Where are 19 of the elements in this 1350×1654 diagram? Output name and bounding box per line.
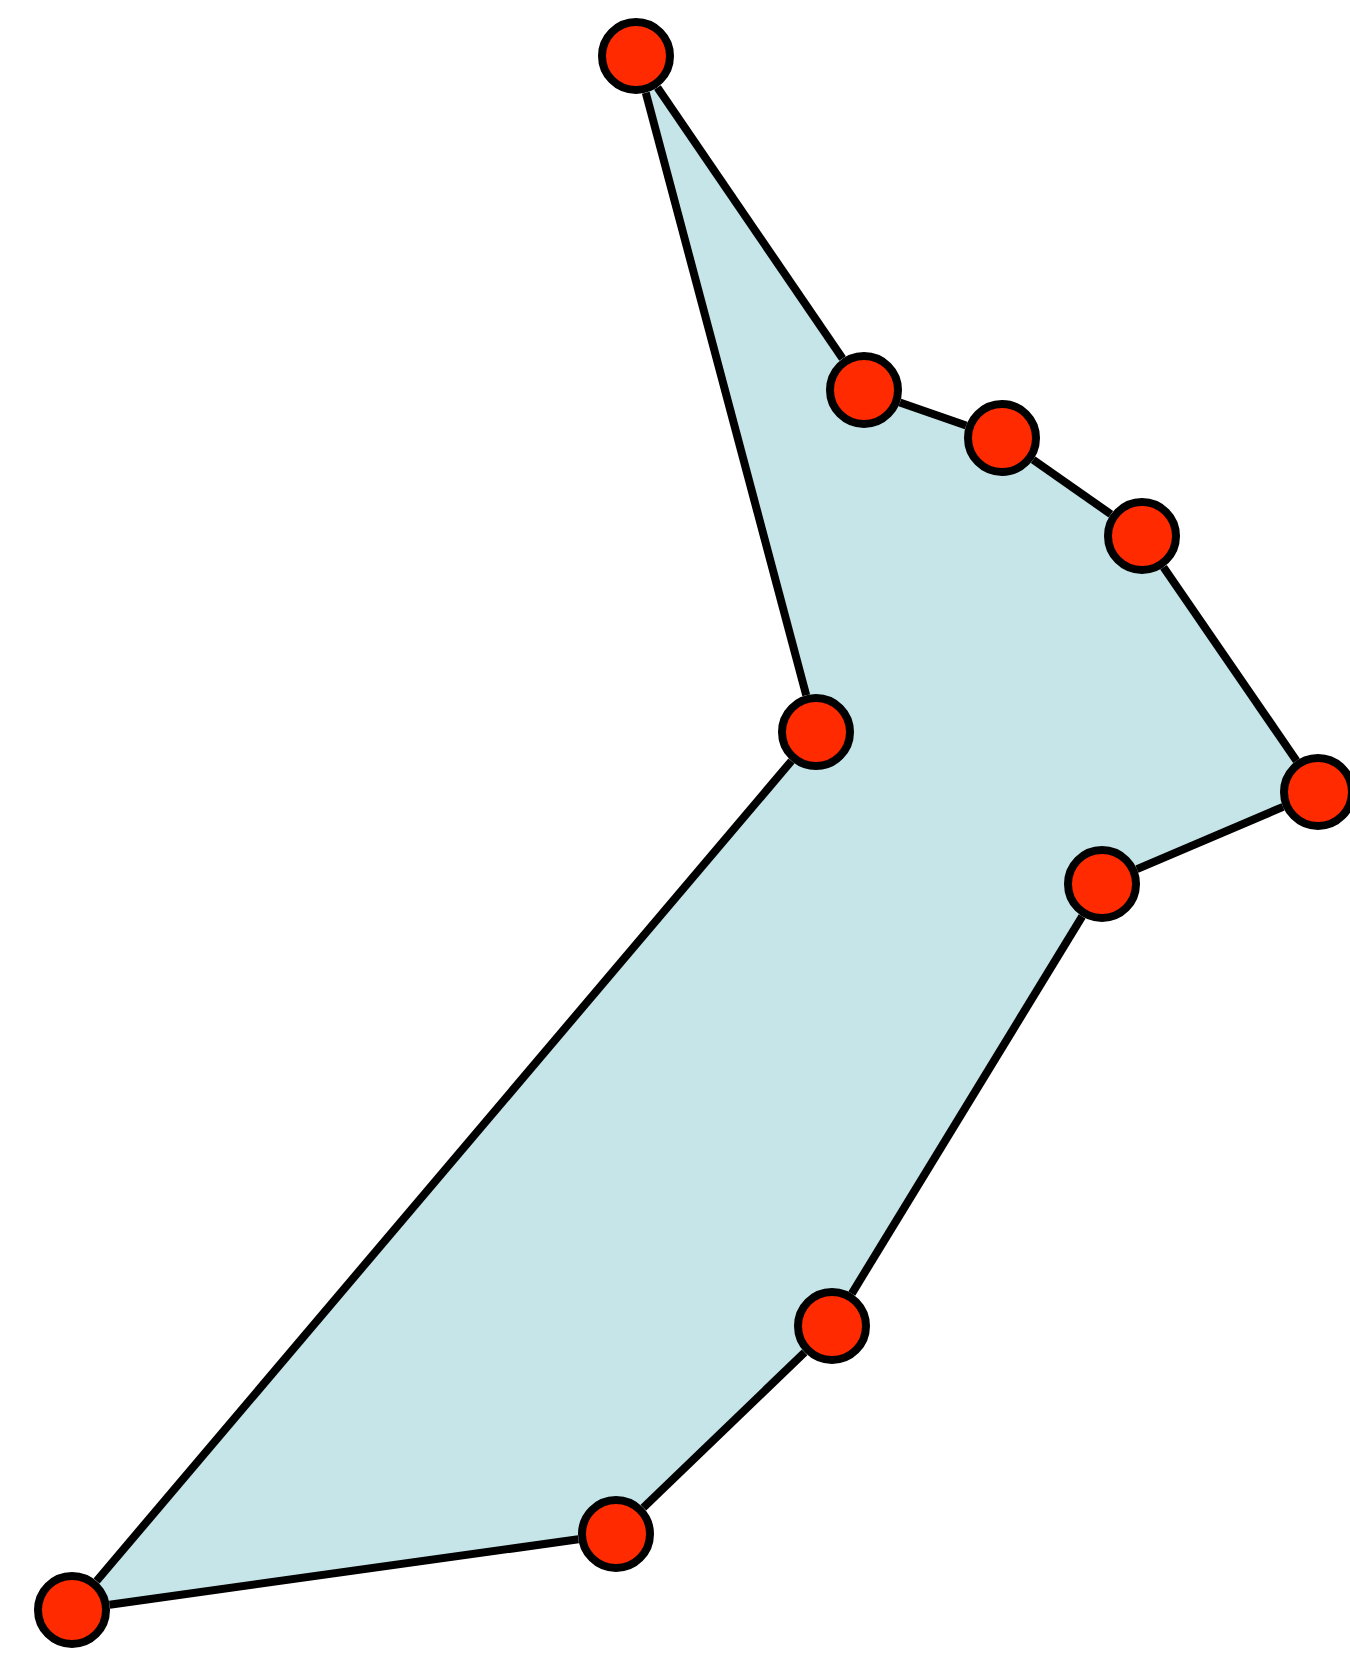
vertex-dot <box>794 1288 870 1364</box>
vertex-dot <box>1104 498 1180 574</box>
edge-line <box>640 1349 808 1511</box>
edge-line <box>848 914 1086 1296</box>
edge-line <box>109 1535 579 1609</box>
vertex-dot <box>826 352 902 428</box>
vertex-dot <box>34 1572 110 1648</box>
edge-line <box>93 758 795 1584</box>
vertex-dot <box>778 694 854 770</box>
edge-line <box>1160 565 1300 763</box>
vertex-dot <box>578 1496 654 1572</box>
vertex-dot <box>598 18 674 94</box>
vertex-dot <box>1064 846 1140 922</box>
edge-line <box>641 91 811 697</box>
edge-line <box>1030 456 1114 518</box>
edge-line <box>1135 803 1285 873</box>
edge-line <box>898 398 968 430</box>
vertex-dot <box>964 400 1040 476</box>
edge-line <box>654 85 846 361</box>
